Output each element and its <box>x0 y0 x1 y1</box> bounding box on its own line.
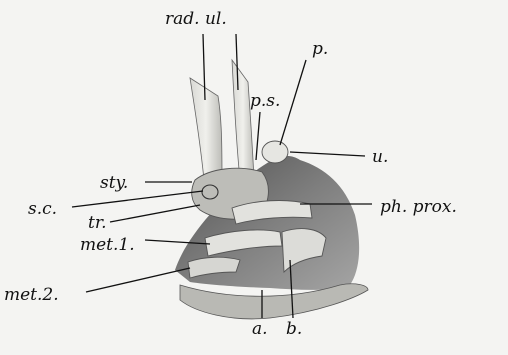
label-a: a. <box>252 319 268 339</box>
leader-u <box>290 152 365 156</box>
pisiform-bone <box>262 141 288 163</box>
label-tr: tr. <box>88 213 107 233</box>
label-ps: p.s. <box>250 91 280 111</box>
leader-ps <box>256 112 260 160</box>
label-ph-prox: ph. prox. <box>380 197 457 217</box>
ulna-bone <box>232 60 254 180</box>
leader-tr <box>110 205 200 222</box>
label-b: b. <box>286 319 302 339</box>
leader-p <box>280 60 306 145</box>
label-u: u. <box>372 147 388 167</box>
lower-blade <box>180 284 368 319</box>
label-sc: s.c. <box>28 199 57 219</box>
leader-met2 <box>86 268 190 292</box>
label-p: p. <box>312 39 328 59</box>
label-met2: met.2. <box>4 285 59 305</box>
label-met1: met.1. <box>80 235 135 255</box>
label-rad-ul: rad. ul. <box>165 9 227 29</box>
radius-bone <box>190 78 222 182</box>
leader-sc <box>72 191 203 207</box>
label-sty: sty. <box>100 173 128 193</box>
